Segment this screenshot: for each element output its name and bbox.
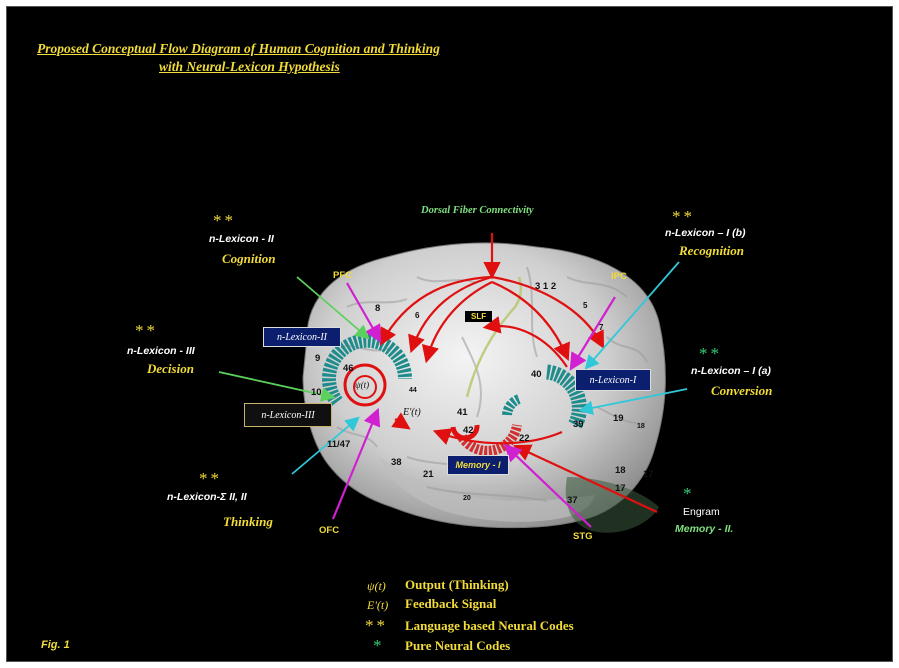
ofc-label: OFC	[319, 525, 339, 536]
nlex-ii-box: n-Lexicon-II	[263, 327, 341, 347]
area-5: 5	[583, 301, 587, 310]
area-46: 46	[343, 363, 354, 374]
area-41: 41	[457, 407, 468, 418]
pfc-label: PFC	[333, 270, 352, 281]
nlex-i-box: n-Lexicon-I	[575, 369, 651, 391]
area-19: 19	[613, 413, 624, 424]
area-22: 22	[519, 433, 530, 444]
e-label: E'(t)	[403, 407, 421, 418]
nlex-iii-stars: **	[135, 321, 158, 341]
area-21: 21	[423, 469, 434, 480]
legend-double-star: **	[365, 616, 388, 636]
area-20: 20	[463, 495, 471, 502]
cerebellum	[566, 477, 659, 533]
legend-output-text: Output (Thinking)	[405, 577, 509, 593]
nlex-iii-role: Decision	[147, 361, 194, 377]
nlex-sigma-stars: **	[199, 469, 222, 489]
nlex-ii-role: Cognition	[222, 251, 275, 267]
memory-i-box: Memory - I	[447, 455, 509, 475]
area-18-low: 18	[615, 465, 626, 476]
nlex-sigma-name: n-Lexicon-Σ II, II	[167, 491, 247, 503]
nlex-sigma-role: Thinking	[223, 514, 273, 530]
area-7: 7	[599, 323, 603, 332]
area-10: 10	[311, 387, 322, 398]
legend-pure-text: Pure Neural Codes	[405, 638, 510, 654]
figure-label: Fig. 1	[41, 639, 70, 651]
area-44: 44	[409, 387, 417, 394]
area-9: 9	[315, 353, 320, 364]
dorsal-label: Dorsal Fiber Connectivity	[421, 205, 534, 216]
area-17-low: 17	[615, 483, 626, 494]
area-6: 6	[415, 311, 419, 320]
legend-single-star: *	[373, 636, 385, 656]
area-38: 38	[391, 457, 402, 468]
engram-role: Memory - II.	[675, 523, 733, 535]
legend-language-text: Language based Neural Codes	[405, 618, 574, 634]
nlex-ia-role: Conversion	[711, 383, 772, 399]
nlex-iii-name: n-Lexicon - III	[127, 345, 195, 357]
diagram-canvas: Proposed Conceptual Flow Diagram of Huma…	[6, 6, 893, 662]
engram-name: Engram	[683, 506, 720, 518]
legend-psi-symbol: ψ(t)	[367, 579, 386, 594]
legend-e-symbol: E'(t)	[367, 598, 388, 613]
area-11-47: 11/47	[327, 439, 350, 450]
area-8: 8	[375, 303, 380, 314]
nlex-ib-name: n-Lexicon – I (b)	[665, 227, 746, 239]
ipc-label: IPC	[611, 271, 627, 282]
nlex-iii-box: n-Lexicon-III	[244, 403, 332, 427]
nlex-ii-name: n-Lexicon - II	[209, 233, 274, 245]
nlex-ia-stars: **	[699, 344, 722, 364]
area-42: 42	[463, 425, 474, 436]
engram-star: *	[683, 484, 695, 504]
stg-label: STG	[573, 531, 593, 542]
nlex-ia-name: n-Lexicon – I (a)	[691, 365, 771, 377]
nlex-ib-stars: **	[672, 207, 695, 227]
area-40: 40	[531, 369, 542, 380]
area-312: 3 1 2	[535, 281, 556, 292]
legend-feedback-text: Feedback Signal	[405, 596, 496, 612]
slf-label: SLF	[465, 311, 492, 322]
area-17-right: 17	[643, 469, 654, 480]
area-39: 39	[573, 419, 584, 430]
psi-label: ψ(t)	[355, 380, 369, 390]
area-37: 37	[567, 495, 578, 506]
nlex-ii-stars: **	[213, 211, 236, 231]
area-18-top: 18	[637, 423, 645, 430]
nlex-ib-role: Recognition	[679, 243, 744, 259]
